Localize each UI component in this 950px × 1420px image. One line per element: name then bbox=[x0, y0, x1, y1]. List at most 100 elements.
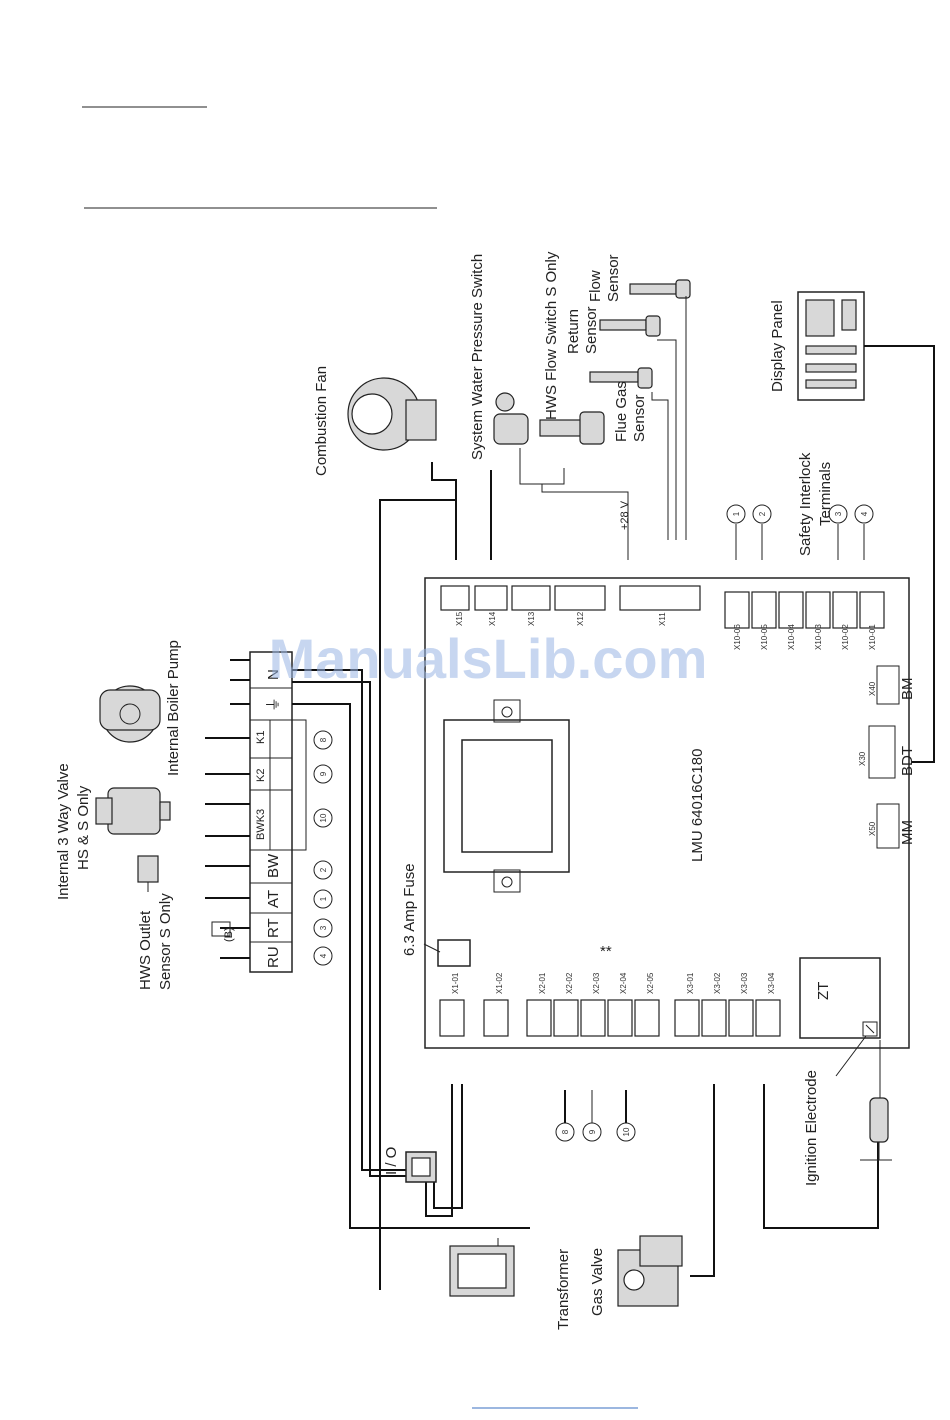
asterisk-marker: ** bbox=[600, 943, 612, 960]
bottom-circle-8: 8 bbox=[561, 1129, 570, 1134]
interlock-circle-1: 1 bbox=[732, 511, 741, 516]
conn-x13: X13 bbox=[527, 611, 536, 626]
label-mm: MM bbox=[899, 820, 916, 845]
label-flue-gas-line2: Sensor bbox=[631, 394, 648, 442]
interlock-circle-2: 2 bbox=[758, 511, 767, 516]
pressure-switch-icon bbox=[493, 392, 529, 445]
top-connectors: X15 X14 X13 X12 X11 bbox=[440, 585, 701, 626]
display-panel-icon bbox=[797, 291, 865, 401]
control-board bbox=[424, 577, 910, 1049]
term-earth: ⏚ bbox=[265, 697, 282, 712]
conn-x10-03: X10-03 bbox=[814, 624, 823, 650]
conn-x1-01: X1-01 bbox=[451, 972, 460, 994]
conn-x10-04: X10-04 bbox=[787, 624, 796, 650]
conn-x1-02: X1-02 bbox=[495, 972, 504, 994]
label-flow-line1: Flow bbox=[587, 270, 604, 302]
label-flue-gas-line1: Flue Gas bbox=[613, 381, 630, 442]
strip-circle-10: 10 bbox=[319, 813, 328, 822]
transformer-icon bbox=[449, 1238, 515, 1297]
conn-x3-04: X3-04 bbox=[767, 972, 776, 994]
top-wires bbox=[379, 296, 935, 1290]
term-n: N bbox=[265, 669, 282, 680]
zt-label: ZT bbox=[815, 982, 832, 1000]
label-boiler-pump: Internal Boiler Pump bbox=[165, 640, 182, 776]
strip-right-wires bbox=[292, 669, 530, 1229]
conn-x3-01: X3-01 bbox=[686, 972, 695, 994]
label-fuse: 6.3 Amp Fuse bbox=[401, 863, 418, 956]
conn-x10-05: X10-05 bbox=[760, 624, 769, 650]
conn-x2-01: X2-01 bbox=[538, 972, 547, 994]
strip-circle-1: 1 bbox=[319, 896, 328, 901]
board-model-label: LMU 64016C180 bbox=[689, 749, 706, 862]
label-display-panel: Display Panel bbox=[769, 300, 786, 392]
conn-x2-02: X2-02 bbox=[565, 972, 574, 994]
strip-circle-9: 9 bbox=[319, 771, 328, 776]
label-flow-line2: Sensor bbox=[605, 254, 622, 302]
label-hws-flow-switch: HWS Flow Switch S Only bbox=[543, 251, 560, 420]
label-hws-outlet-line1: HWS Outlet bbox=[137, 910, 154, 990]
label-ignition-electrode: Ignition Electrode bbox=[803, 1070, 820, 1186]
ignition-electrode-icon bbox=[860, 1097, 892, 1161]
label-combustion-fan: Combustion Fan bbox=[313, 366, 330, 476]
term-bw: BW bbox=[265, 853, 282, 878]
conn-x10-02: X10-02 bbox=[841, 624, 850, 650]
term-bwk3: BWK3 bbox=[255, 809, 267, 840]
conn-x12: X12 bbox=[576, 611, 585, 626]
gas-valve-icon bbox=[617, 1235, 683, 1307]
label-bdt: BDT bbox=[899, 746, 916, 776]
conn-x3-02: X3-02 bbox=[713, 972, 722, 994]
strip-circle-4: 4 bbox=[319, 953, 328, 958]
label-bm: BM bbox=[899, 678, 916, 701]
io-switch-icon bbox=[405, 1151, 437, 1183]
label-return-line1: Return bbox=[565, 309, 582, 354]
term-k2: K2 bbox=[255, 769, 267, 782]
internal-3way-valve-icon bbox=[95, 787, 171, 835]
combustion-fan-icon bbox=[347, 377, 437, 451]
term-ru: RU bbox=[265, 946, 282, 968]
bottom-circles bbox=[555, 1090, 636, 1142]
label-interlock-line2: Terminals bbox=[817, 462, 834, 526]
conn-x2-04: X2-04 bbox=[619, 972, 628, 994]
label-pressure-switch: System Water Pressure Switch bbox=[469, 254, 486, 460]
strip-left-wires bbox=[205, 659, 250, 959]
term-rt: RT bbox=[265, 918, 282, 938]
label-3way-line2: HS & S Only bbox=[75, 785, 92, 870]
conn-x50: X50 bbox=[868, 821, 877, 836]
label-return-line2: Sensor bbox=[583, 306, 600, 354]
interlock-circles bbox=[726, 504, 874, 524]
flow-sensor-icon bbox=[629, 279, 691, 299]
strip-circle-2: 2 bbox=[319, 867, 328, 872]
conn-x2-03: X2-03 bbox=[592, 972, 601, 994]
conn-x30: X30 bbox=[858, 751, 867, 766]
label-interlock-line1: Safety Interlock bbox=[797, 452, 814, 556]
label-hws-outlet-line2: Sensor S Only bbox=[157, 893, 174, 990]
strip-circle-8: 8 bbox=[319, 737, 328, 742]
hws-outlet-sensor-icon bbox=[137, 855, 159, 892]
interlock-circle-4: 4 bbox=[860, 511, 869, 516]
label-gas-valve: Gas Valve bbox=[589, 1248, 606, 1316]
bottom-connectors: X1-01 X1-02 X2-01 X2-02 X2-03 X2-04 X2-0… bbox=[439, 972, 781, 1037]
hws-flow-switch-icon bbox=[539, 411, 605, 445]
conn-x40: X40 bbox=[868, 681, 877, 696]
bottom-circle-10: 10 bbox=[622, 1127, 631, 1136]
conn-x2-05: X2-05 bbox=[646, 972, 655, 994]
terminal-strip bbox=[249, 651, 307, 973]
term-at: AT bbox=[265, 890, 282, 908]
bottom-circle-9: 9 bbox=[588, 1129, 597, 1134]
conn-x14: X14 bbox=[488, 611, 497, 626]
conn-x15: X15 bbox=[455, 611, 464, 626]
term-k1: K1 bbox=[255, 731, 267, 744]
bracket-b: (B) bbox=[223, 927, 235, 942]
return-sensor-icon bbox=[599, 315, 661, 337]
interlock-circle-3: 3 bbox=[834, 511, 843, 516]
strip-circle-3: 3 bbox=[319, 925, 328, 930]
label-3way-line1: Internal 3 Way Valve bbox=[55, 763, 72, 900]
internal-boiler-pump-icon bbox=[99, 685, 161, 743]
strip-circles bbox=[313, 730, 333, 966]
conn-x10-01: X10-01 bbox=[868, 624, 877, 650]
label-voltage: +28 V bbox=[619, 500, 631, 530]
conn-x10-06: X10-06 bbox=[733, 624, 742, 650]
bottom-wires bbox=[425, 1035, 881, 1277]
label-transformer: Transformer bbox=[555, 1249, 572, 1330]
